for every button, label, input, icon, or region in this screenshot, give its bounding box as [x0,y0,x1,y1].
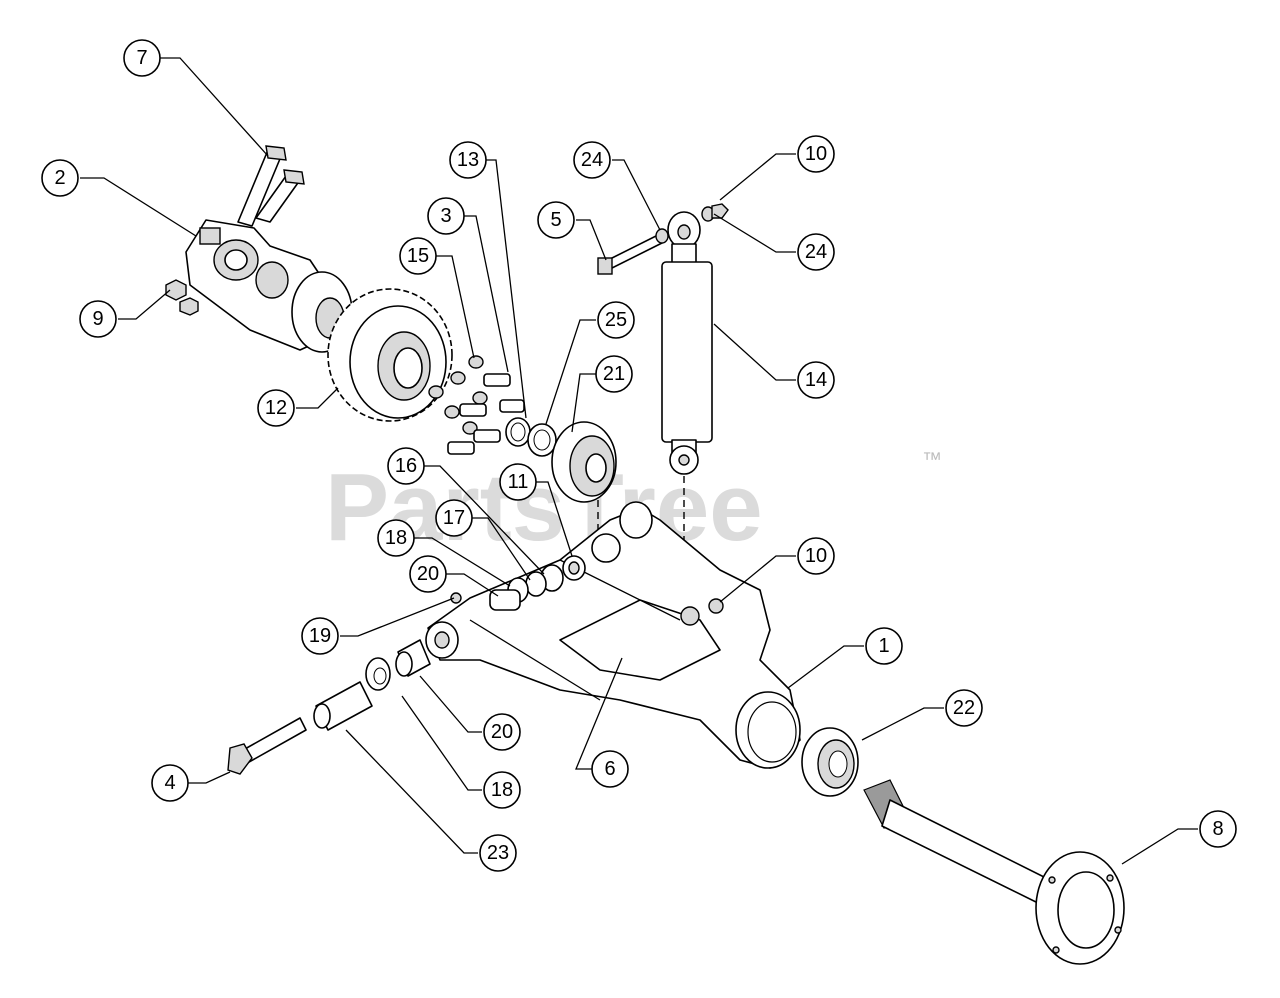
callout-label: 1 [878,635,889,657]
callout-5[interactable]: 5 [537,201,575,239]
callout-label: 7 [136,47,147,69]
callout-label: 5 [550,209,561,231]
callout-label: 21 [603,363,625,385]
callout-label: 2 [54,167,65,189]
callout-label: 18 [385,527,407,549]
callout-9[interactable]: 9 [79,300,117,338]
callout-label: 18 [491,779,513,801]
callout-label: 9 [92,308,103,330]
callout-label: 10 [805,143,827,165]
callout-label: 12 [265,397,287,419]
callout-10-lower[interactable]: 10 [797,537,835,575]
ring-gear-12 [327,288,453,422]
callout-11[interactable]: 11 [499,463,537,501]
parts-artwork [165,145,1125,965]
callout-label: 8 [1212,818,1223,840]
callout-2[interactable]: 2 [41,159,79,197]
callout-label: 13 [457,149,479,171]
callout-8[interactable]: 8 [1199,810,1237,848]
callout-1[interactable]: 1 [865,627,903,665]
callout-label: 23 [487,842,509,864]
callout-24-right[interactable]: 24 [797,233,835,271]
bolt-cluster-3-15 [428,355,525,455]
callout-14[interactable]: 14 [797,361,835,399]
shock-absorber-14 [597,203,729,475]
callout-6[interactable]: 6 [591,750,629,788]
callout-19[interactable]: 19 [301,617,339,655]
leader-lines [80,57,1198,865]
callout-label: 25 [605,309,627,331]
callout-label: 14 [805,369,827,391]
nuts-9 [165,279,199,316]
gear-housing-2 [185,219,353,353]
callout-24-upper[interactable]: 24 [573,141,611,179]
callout-label: 16 [395,455,417,477]
callout-label: 4 [164,772,175,794]
callout-label: 3 [440,205,451,227]
callout-label: 11 [508,471,529,493]
callout-label: 19 [309,625,331,647]
callout-10-upper[interactable]: 10 [797,135,835,173]
swing-arm-1 [425,501,801,769]
callouts: 7 2 9 12 13 3 15 24 5 10 24 25 21 14 16 … [41,39,1237,872]
seal-22 [801,727,859,797]
callout-20-upper[interactable]: 20 [409,555,447,593]
callout-21[interactable]: 21 [595,355,633,393]
lower-pivot-hardware [227,639,431,775]
callout-label: 22 [953,697,975,719]
callout-22[interactable]: 22 [945,689,983,727]
axle-shaft-8 [863,779,1125,965]
callout-label: 10 [805,545,827,567]
watermark-trademark: ™ [922,449,942,471]
callout-label: 24 [581,149,603,171]
callout-label: 6 [604,758,615,780]
callout-13[interactable]: 13 [449,141,487,179]
bolt-pair-7 [237,145,305,227]
bearing-21 [551,421,617,503]
callout-label: 15 [407,245,429,267]
snap-ring-13 [505,417,531,447]
callout-25[interactable]: 25 [597,301,635,339]
callout-18-lower[interactable]: 18 [483,771,521,809]
callout-20-lower[interactable]: 20 [483,713,521,751]
callout-7[interactable]: 7 [123,39,161,77]
washer-25 [527,423,557,457]
callout-15[interactable]: 15 [399,237,437,275]
callout-3[interactable]: 3 [427,197,465,235]
callout-23[interactable]: 23 [479,834,517,872]
callout-16[interactable]: 16 [387,447,425,485]
callout-label: 20 [417,563,439,585]
callout-17[interactable]: 17 [435,499,473,537]
callout-12[interactable]: 12 [257,389,295,427]
callout-label: 20 [491,721,513,743]
callout-18-upper[interactable]: 18 [377,519,415,557]
callout-4[interactable]: 4 [151,764,189,802]
callout-label: 17 [443,507,465,529]
callout-label: 24 [805,241,827,263]
